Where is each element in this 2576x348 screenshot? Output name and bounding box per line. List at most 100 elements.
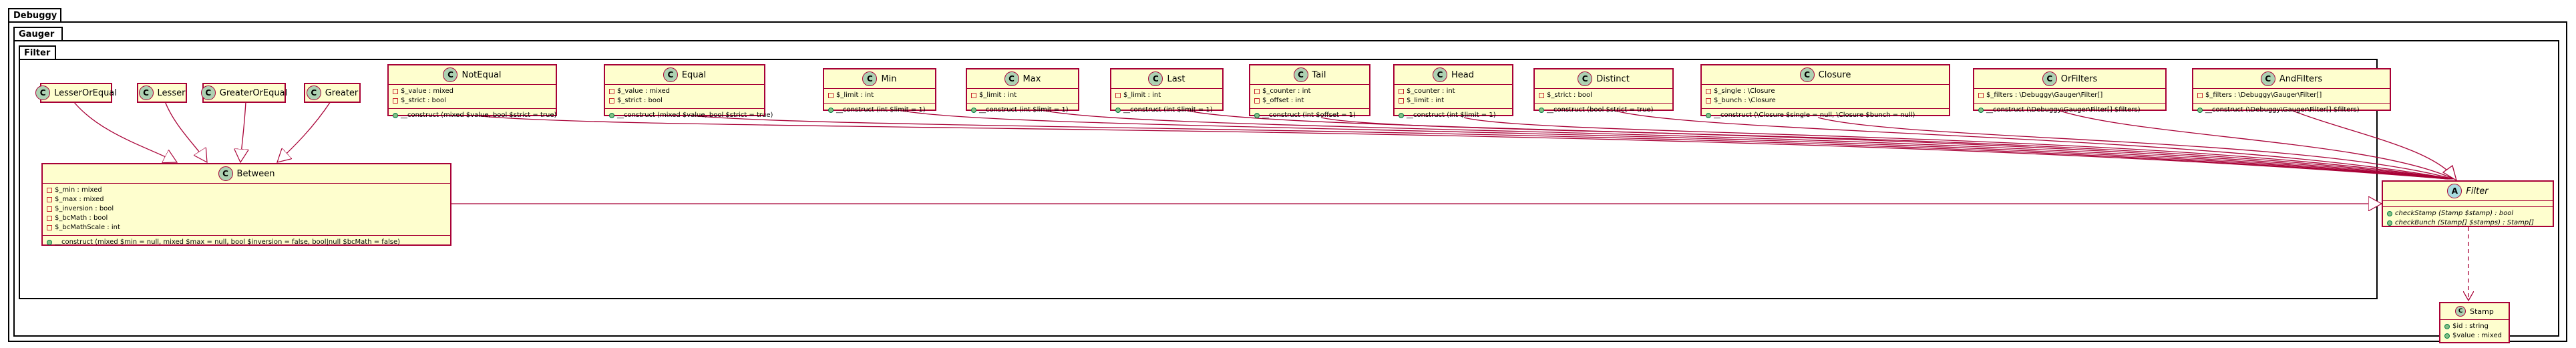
public-method-icon: [1115, 108, 1121, 113]
edge-andfilters-filter: [2289, 109, 2456, 180]
class-field: $_min : mixed: [55, 186, 102, 194]
class-field: $_counter : int: [1407, 88, 1455, 95]
public-method-icon: [1399, 113, 1404, 118]
edge-distinct-filter: [1610, 109, 2453, 180]
class-last[interactable]: C Last $_limit : int __construct (int $li…: [1110, 68, 1224, 114]
class-field: $_max : mixed: [55, 196, 104, 203]
abstract-glyph-icon: A: [2447, 184, 2462, 198]
class-field: $_strict : bool: [617, 97, 663, 104]
class-method: __construct (\Debuggy\Gauger\Filter[] $f…: [1986, 106, 2141, 114]
class-field: $_value : mixed: [617, 88, 671, 95]
class-name: Between: [236, 168, 275, 179]
class-field: $_limit : int: [979, 92, 1017, 99]
public-method-icon: [2387, 211, 2392, 216]
class-name: Distinct: [1596, 73, 1630, 84]
class-glyph-icon: C: [1148, 71, 1163, 86]
class-glyph-icon: C: [1799, 67, 1815, 82]
class-method: __construct (mixed $value, bool $strict …: [617, 112, 773, 119]
edge-max-filter: [1039, 109, 2450, 180]
class-field: $_limit : int: [1123, 92, 1161, 99]
edge-lesserorequal-between: [73, 101, 177, 162]
class-glyph-icon: C: [35, 85, 51, 100]
public-method-icon: [393, 113, 398, 118]
class-field: $_bcMathScale : int: [55, 224, 120, 231]
private-field-icon: [47, 197, 52, 202]
class-field: $_single : \Closure: [1714, 88, 1775, 95]
class-glyph-icon: C: [306, 85, 321, 100]
class-field: $_inversion : bool: [55, 205, 114, 212]
class-field: $_limit : int: [1407, 97, 1445, 104]
class-name: Head: [1451, 69, 1474, 80]
private-field-icon: [1254, 89, 1260, 94]
class-name: Lesser: [157, 88, 186, 98]
private-field-icon: [1706, 98, 1711, 104]
class-method: __construct (int $limit = 1): [1123, 106, 1213, 114]
private-field-icon: [47, 225, 52, 230]
private-field-icon: [828, 93, 834, 98]
class-glyph-icon: C: [218, 166, 233, 181]
edge-closure-filter: [1817, 117, 2454, 180]
class-method: __construct (int $offset = 1): [1262, 112, 1356, 119]
public-field-icon: [2444, 333, 2450, 339]
class-field: $_bcMath : bool: [55, 214, 108, 222]
class-field: $id : string: [2452, 323, 2489, 330]
arrowhead-filter-implementations: [2442, 164, 2458, 182]
private-field-icon: [1399, 89, 1404, 94]
private-field-icon: [971, 93, 976, 98]
class-field: $_limit : int: [836, 92, 874, 99]
class-name: AndFilters: [2279, 73, 2323, 84]
private-field-icon: [2197, 93, 2203, 98]
class-field: $_filters : \Debuggy\Gauger\Filter[]: [1986, 92, 2103, 99]
private-field-icon: [609, 89, 614, 94]
edge-head-filter: [1463, 117, 2452, 180]
public-method-icon: [47, 240, 52, 245]
class-field: $value : mixed: [2452, 332, 2503, 339]
public-method-icon: [1539, 108, 1544, 113]
private-field-icon: [609, 98, 614, 104]
class-method: __construct (mixed $value, bool $strict …: [401, 112, 557, 119]
class-name: Max: [1023, 73, 1041, 84]
public-method-icon: [1706, 113, 1711, 118]
edge-min-filter: [895, 109, 2450, 180]
public-method-icon: [1254, 113, 1260, 118]
class-name: Last: [1167, 73, 1185, 84]
class-field: $_bunch : \Closure: [1714, 97, 1776, 104]
private-field-icon: [1399, 98, 1404, 104]
class-method: __construct (int $limit = 1): [836, 106, 926, 114]
class-method: __construct (int $limit = 1): [1407, 112, 1496, 119]
class-glyph-icon: C: [443, 67, 458, 82]
class-name: OrFilters: [2060, 73, 2098, 84]
class-field: $_counter : int: [1262, 88, 1311, 95]
public-method-icon: [971, 108, 976, 113]
class-field: $_strict : bool: [401, 97, 446, 104]
edge-lesser-between: [164, 101, 207, 162]
class-glyph-icon: C: [862, 71, 878, 86]
private-field-icon: [1539, 93, 1544, 98]
public-method-icon: [828, 108, 834, 113]
edge-orfilters-filter: [2055, 109, 2454, 180]
class-name: Closure: [1818, 69, 1851, 80]
edge-greaterorequal-between: [240, 101, 246, 162]
private-field-icon: [1115, 93, 1121, 98]
class-glyph-icon: C: [1578, 71, 1593, 86]
public-field-icon: [2444, 324, 2450, 329]
class-name: GreaterOrEqual: [219, 88, 288, 98]
package-gauger: [13, 40, 2559, 337]
